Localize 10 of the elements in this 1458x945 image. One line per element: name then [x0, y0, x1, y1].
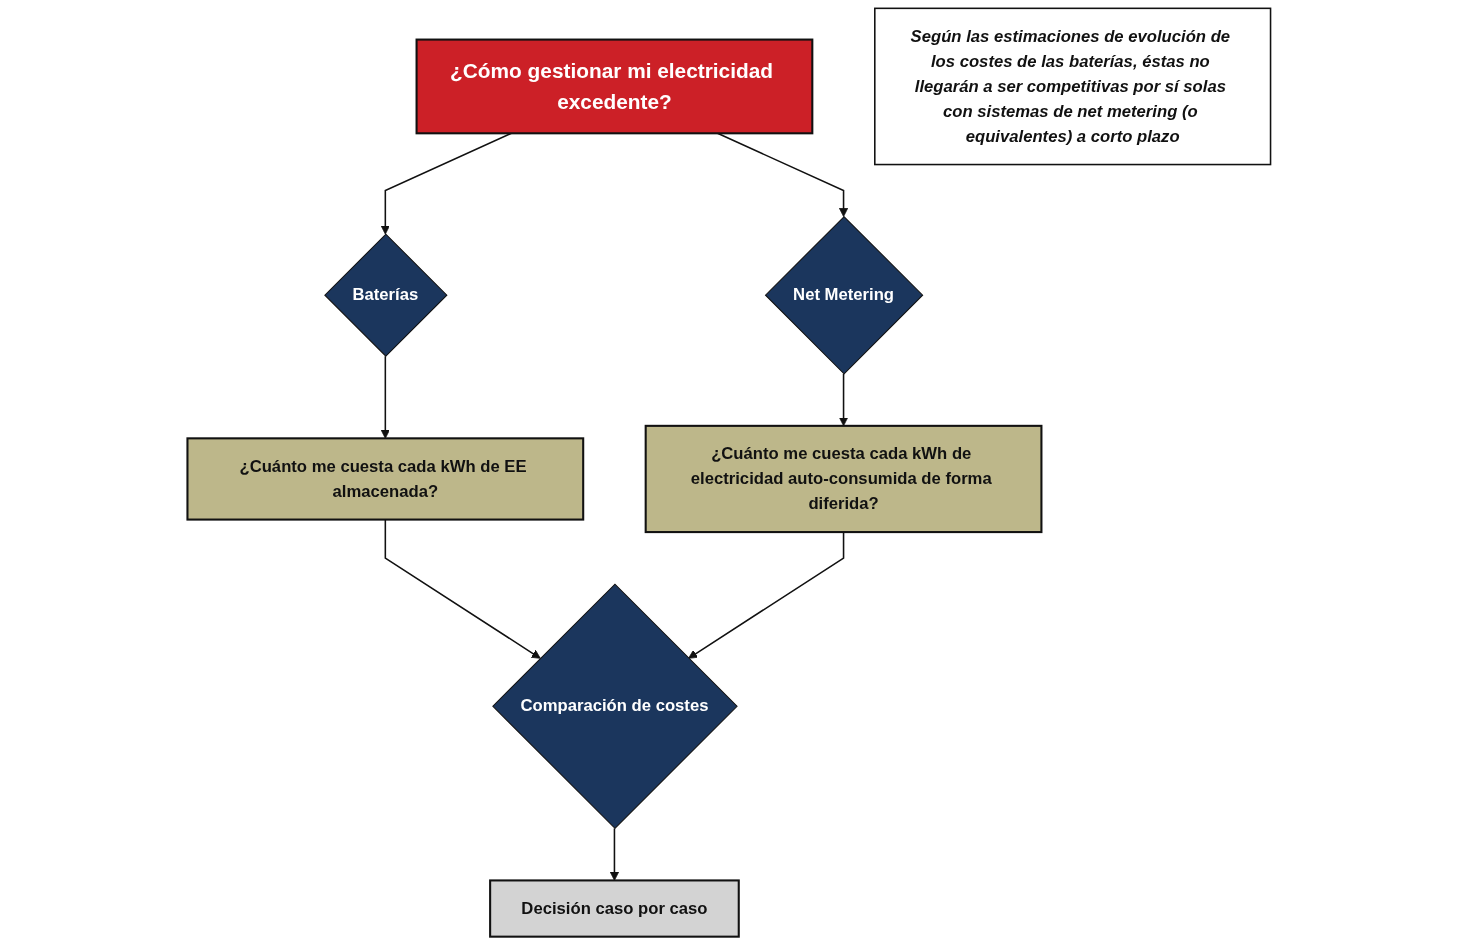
- node-box: ¿Cuánto me cuesta cada kWh de electricidad auto-consumida de forma diferida?: [644, 424, 1043, 534]
- arrow: [609, 827, 620, 881]
- node-box: Decisión caso por caso: [489, 879, 740, 938]
- node-box: ¿Cuánto me cuesta cada kWh de EE almacenada?: [186, 437, 585, 521]
- node-box: Según las estimaciones de evolución de los costes de las baterías, éstas no llegarán a ser competitivas por sí solas con sistemas de net metering (o equivalentes) a corto plazo: [874, 7, 1272, 166]
- node-box: ¿Cómo gestionar mi electricidad excedente?: [415, 38, 814, 135]
- arrow: [380, 355, 390, 439]
- node-diamond: Baterías: [324, 233, 448, 357]
- node-diamond: Net Metering: [764, 215, 924, 375]
- node-diamond: Comparación de costes: [492, 583, 738, 830]
